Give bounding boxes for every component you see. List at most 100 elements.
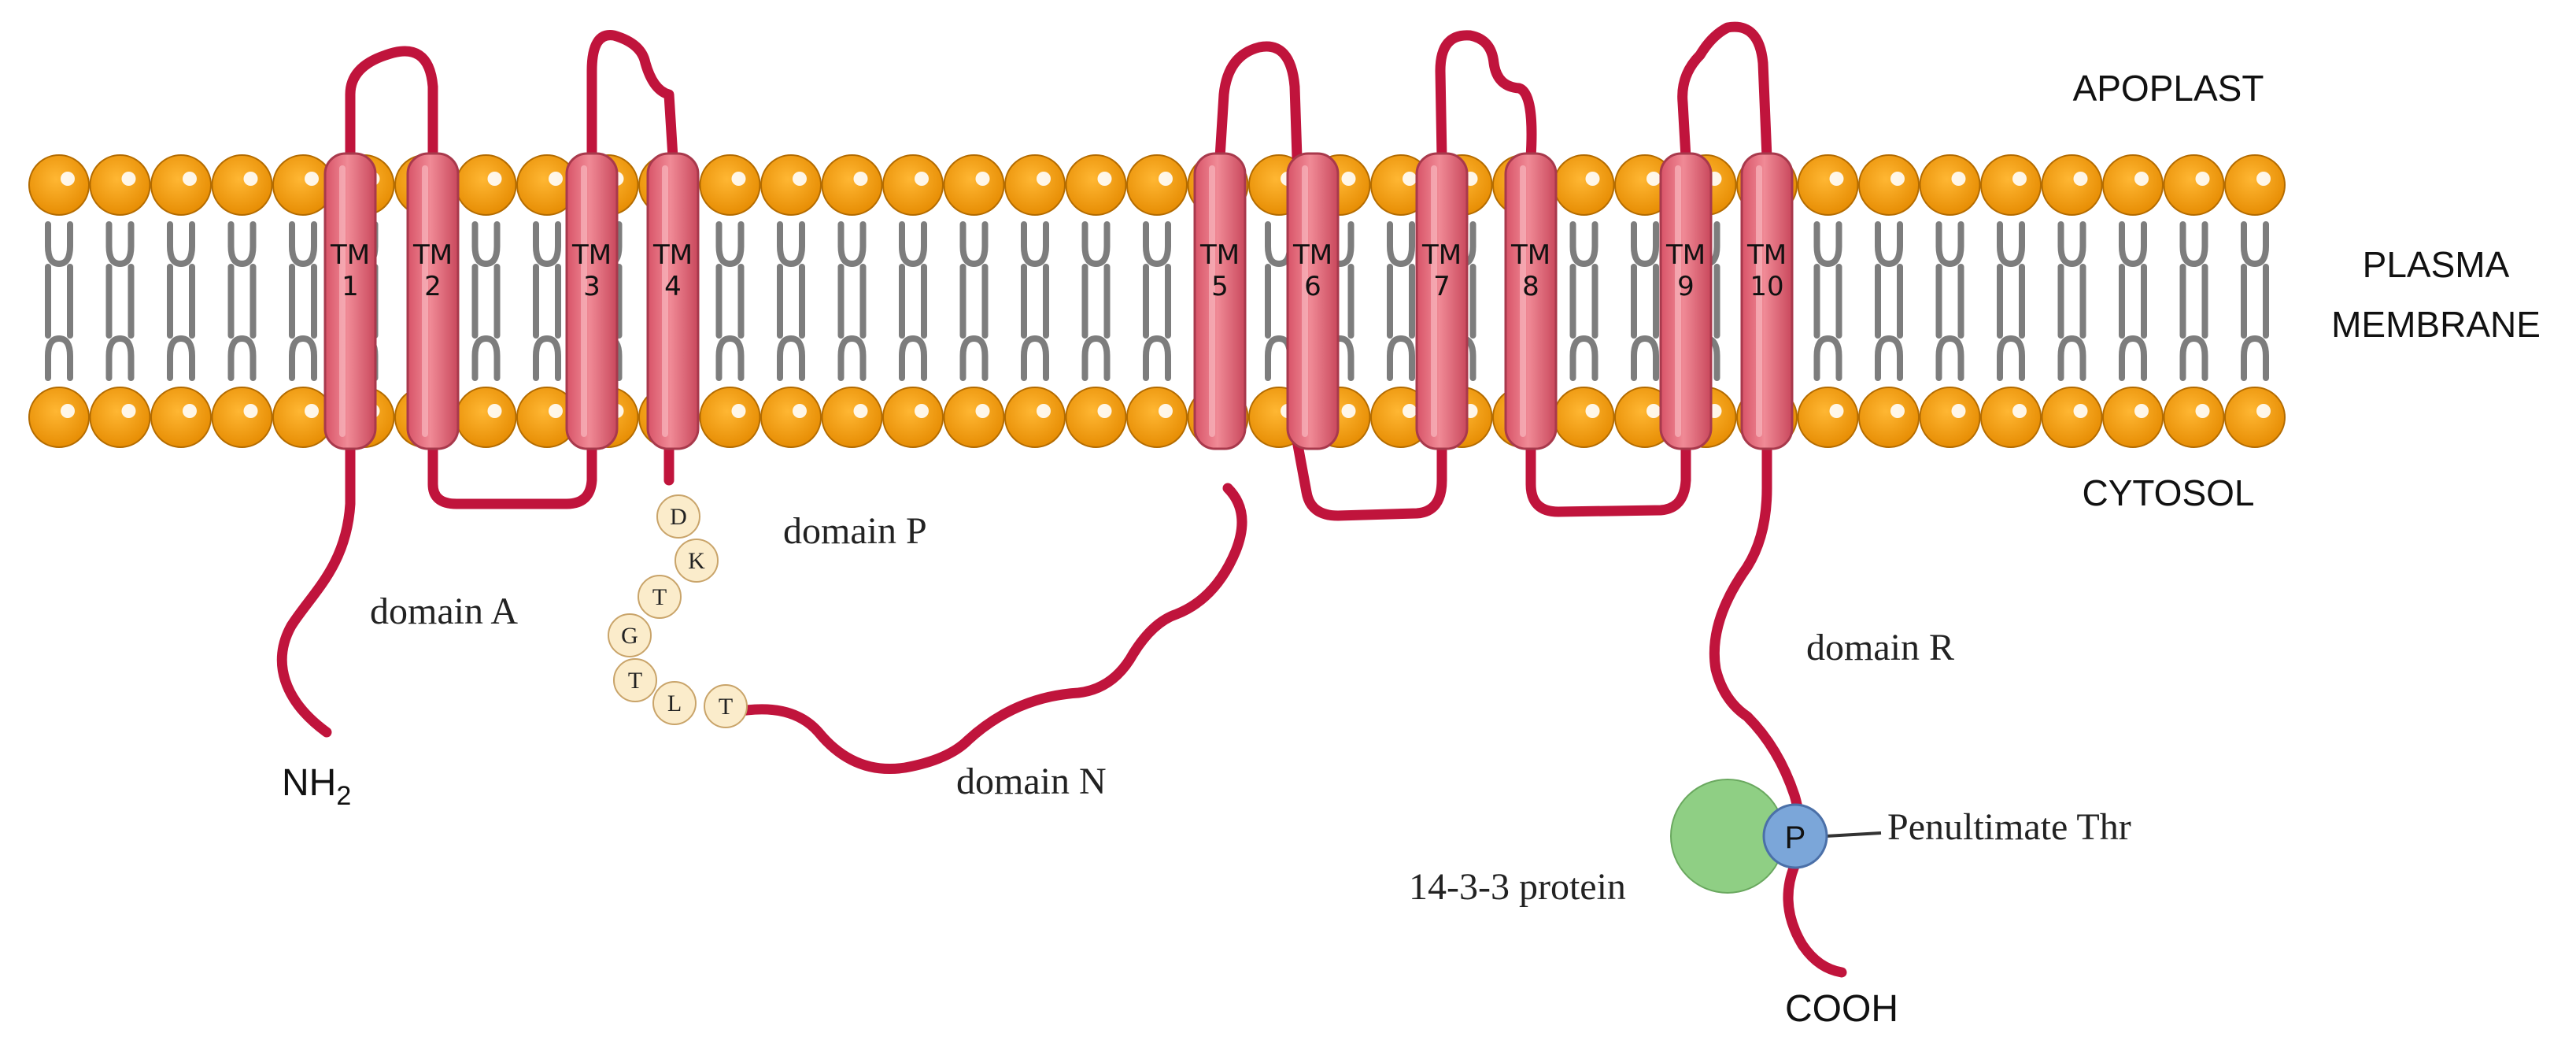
n-terminus-label: NH2	[282, 762, 351, 811]
protein-chain-segment	[1214, 41, 1303, 163]
helix-tm-7: TM7	[1415, 152, 1469, 450]
helix-number: 1	[342, 271, 359, 302]
protein-chain-segment	[726, 483, 1247, 775]
lipid-tail	[1875, 221, 1903, 311]
lipid-tail	[2241, 296, 2269, 381]
phospholipid	[2163, 154, 2225, 448]
helix-number: 9	[1677, 271, 1695, 302]
lipid-head-highlight	[1646, 172, 1661, 186]
helix-tm-6: TM6	[1286, 152, 1340, 450]
lipid-head	[1065, 387, 1127, 448]
lipid-head-highlight	[549, 404, 563, 418]
lipid-head	[821, 387, 883, 448]
lipid-head	[882, 154, 944, 216]
lipid-tail	[1569, 296, 1598, 381]
protein-14-3-3-label: 14-3-3 protein	[1409, 866, 1626, 908]
lipid-head	[150, 387, 212, 448]
lipid-head-highlight	[487, 172, 502, 186]
lipid-tail	[1935, 221, 1964, 311]
helix-body	[1504, 152, 1558, 450]
lipid-head	[2163, 387, 2225, 448]
lipid-head	[211, 387, 273, 448]
lipid-head-highlight	[183, 172, 197, 186]
lipid-tail	[1387, 221, 1415, 311]
protein-chain-segment	[1677, 21, 1772, 163]
cytosol-label: CYTOSOL	[2083, 472, 2255, 513]
lipid-tail	[533, 221, 561, 311]
helix-highlight	[1756, 165, 1762, 437]
lipid-tail	[2119, 296, 2147, 381]
lipid-tail	[105, 221, 135, 311]
lipid-head-highlight	[2195, 404, 2210, 418]
helix-highlight	[1431, 165, 1437, 437]
lipid-head-highlight	[1037, 172, 1051, 186]
lipid-head-highlight	[1829, 404, 1844, 418]
lipid-tail	[1021, 221, 1049, 311]
lipid-tail	[715, 221, 745, 311]
lipid-head	[455, 154, 517, 216]
lipid-tail	[1021, 296, 1049, 381]
lipid-head-highlight	[1890, 404, 1905, 418]
protein-chain-segment	[1709, 435, 1847, 978]
helix-highlight	[1302, 165, 1308, 437]
lipid-head	[1126, 387, 1188, 448]
lipid-head-highlight	[1829, 172, 1844, 186]
helix-highlight	[339, 165, 346, 437]
lipid-tail	[1143, 221, 1171, 311]
phospholipid	[1126, 154, 1188, 448]
phospholipid	[28, 154, 90, 448]
lipid-head-highlight	[731, 404, 746, 418]
helix-tm-2: TM2	[406, 152, 460, 450]
lipid-head-highlight	[183, 404, 197, 418]
lipid-head	[2163, 154, 2225, 216]
helix-prefix: TM	[571, 239, 612, 271]
domain-r-label: domain R	[1806, 627, 1954, 668]
lipid-head-highlight	[731, 172, 746, 186]
motif-residue-g: G	[608, 613, 652, 657]
lipid-head-highlight	[2073, 404, 2088, 418]
lipid-head-highlight	[61, 404, 75, 418]
residue-letter: T	[628, 668, 642, 694]
lipid-head	[89, 154, 151, 216]
motif-residue-t: T	[638, 575, 682, 619]
lipid-head	[2102, 387, 2164, 448]
lipid-head	[1919, 154, 1981, 216]
lipid-tail	[167, 296, 195, 381]
lipid-head	[28, 387, 90, 448]
lipid-tail	[1935, 296, 1964, 381]
lipid-head	[1858, 387, 1920, 448]
lipid-head-highlight	[2073, 172, 2088, 186]
lipid-head-highlight	[2134, 404, 2149, 418]
phospholipid	[882, 154, 944, 448]
lipid-head-highlight	[549, 172, 563, 186]
lipid-tail	[1631, 221, 1659, 311]
helix-number: 6	[1304, 271, 1321, 302]
phospholipid	[1858, 154, 1920, 448]
lipid-head-highlight	[1097, 404, 1112, 418]
protein-chain-segment	[276, 435, 356, 738]
residue-letter: T	[719, 694, 733, 720]
lipid-head-highlight	[793, 404, 807, 418]
lipid-tail	[899, 221, 927, 311]
lipid-head	[2224, 387, 2286, 448]
lipid-tail	[2179, 221, 2208, 311]
lipid-tail	[2057, 296, 2086, 381]
lipid-head-highlight	[2012, 404, 2027, 418]
lipid-head-highlight	[243, 404, 258, 418]
helix-number: 8	[1522, 271, 1539, 302]
lipid-head	[943, 154, 1005, 216]
motif-residue-t: T	[704, 684, 748, 728]
phospholipid	[272, 154, 334, 448]
lipid-head-highlight	[1341, 404, 1356, 418]
lipid-tail	[105, 296, 135, 381]
lipid-tail	[2241, 221, 2269, 311]
lipid-bilayer	[28, 154, 2286, 448]
helix-prefix: TM	[330, 239, 370, 271]
lipid-tail	[777, 221, 805, 311]
residue-bead	[704, 684, 748, 728]
lipid-head	[455, 387, 517, 448]
lipid-head-highlight	[1159, 172, 1173, 186]
phospho-circle	[1762, 803, 1828, 869]
motif-residue-l: L	[652, 681, 697, 725]
